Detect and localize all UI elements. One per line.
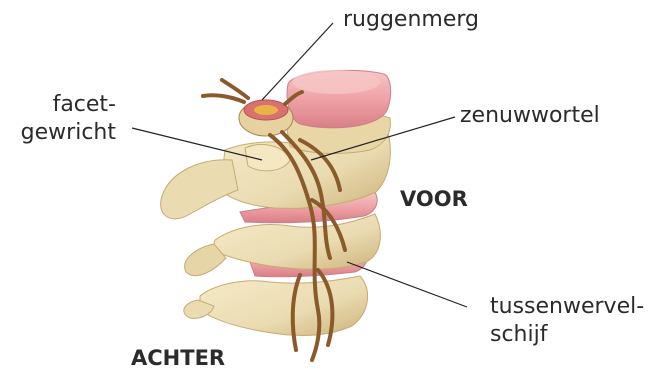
lower-vertebra xyxy=(184,276,368,336)
label-ruggenmerg: ruggenmerg xyxy=(343,7,479,33)
label-tussenwervel-line2: schijf xyxy=(490,322,547,348)
label-zenuwwortel: zenuwwortel xyxy=(460,103,600,129)
label-tussenwervel-line1: tussenwervel- xyxy=(490,294,644,320)
leader-line-facetgewricht xyxy=(132,128,262,160)
top-disc xyxy=(287,70,390,128)
label-facet-line1: facet- xyxy=(20,92,116,118)
label-voor: VOOR xyxy=(400,186,468,212)
label-achter: ACHTER xyxy=(131,345,225,371)
label-facet-line2: gewricht xyxy=(0,120,116,146)
